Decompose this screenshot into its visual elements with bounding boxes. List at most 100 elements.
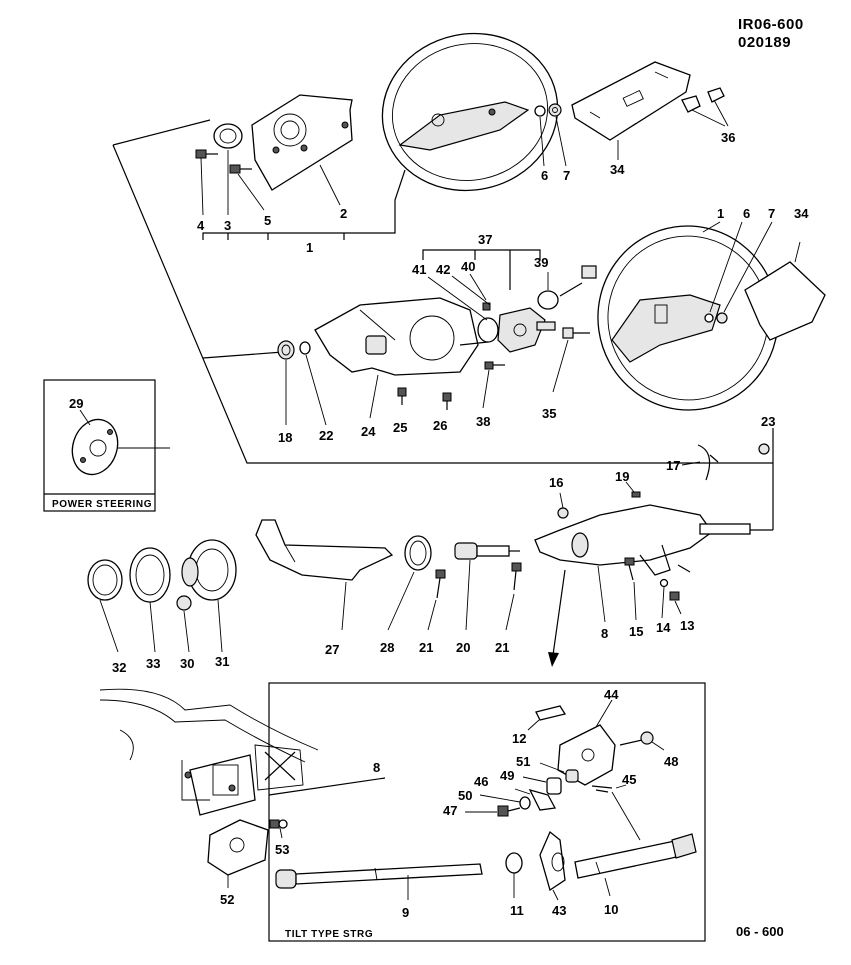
key-cylinder-39: [537, 265, 597, 310]
callout-38: 38: [476, 414, 490, 429]
callout-39: 39: [534, 255, 548, 270]
steering-shaft-9: [275, 863, 483, 889]
support-43: [539, 830, 566, 892]
callout-12: 12: [512, 731, 526, 746]
spacer-49: [546, 777, 562, 795]
steering-column-8: [534, 504, 751, 576]
callout-24: 24: [361, 424, 376, 439]
nut-7-upper: [548, 103, 562, 117]
callout-51: 51: [516, 754, 530, 769]
callout-47: 47: [443, 803, 457, 818]
callout-17: 17: [666, 458, 680, 473]
tilt-type-label: TILT TYPE STRG: [285, 929, 373, 940]
horn-cap-plate: [251, 94, 353, 191]
callout-18: 18: [278, 430, 292, 445]
tilt-lever-12: [535, 705, 567, 721]
callout-4: 4: [197, 218, 205, 233]
callout-21-right: 21: [495, 640, 509, 655]
callout-37: 37: [478, 232, 492, 247]
horn-screw-right: [229, 164, 252, 174]
retainer-28: [404, 535, 432, 571]
steering-wheel-upper: [381, 32, 559, 192]
tilt-view-arrow: [548, 569, 566, 667]
callout-40: 40: [461, 259, 475, 274]
callout-8-tilt: 8: [373, 760, 380, 775]
screw-25: [397, 387, 407, 405]
callout-33: 33: [146, 656, 160, 671]
spring-clip-17: [697, 444, 719, 481]
horn-pad-upper: [571, 61, 691, 141]
callout-15: 15: [629, 624, 643, 639]
snap-ring-32: [87, 559, 123, 601]
callout-11: 11: [510, 903, 524, 918]
column-jacket-10: [574, 833, 697, 879]
bolt-21-right: [511, 562, 522, 591]
callout-31: 31: [215, 654, 229, 669]
nut-23: [758, 443, 770, 455]
screw-19: [631, 491, 641, 498]
callout-44: 44: [604, 687, 619, 702]
callout-43: 43: [552, 903, 566, 918]
callout-19: 19: [615, 469, 629, 484]
callout-23: 23: [761, 414, 775, 429]
callout-3: 3: [224, 218, 231, 233]
callout-6-lower: 6: [743, 206, 750, 221]
callout-35: 35: [542, 406, 556, 421]
seal-31: [181, 539, 237, 601]
callout-32: 32: [112, 660, 126, 675]
screw-40: [482, 302, 491, 311]
horn-contact-ring: [213, 123, 243, 149]
callout-8-column: 8: [601, 626, 608, 641]
callout-1-lower: 1: [717, 206, 724, 221]
callout-45: 45: [622, 772, 636, 787]
column-bracket-27: [255, 519, 394, 581]
washer-50: [519, 796, 531, 810]
washer-6-upper: [534, 105, 546, 117]
bolt-13: [669, 591, 680, 601]
horn-pad-lower: [744, 241, 826, 341]
callout-21-left: 21: [419, 640, 433, 655]
callout-52: 52: [220, 892, 234, 907]
callout-7-lower: 7: [768, 206, 775, 221]
callout-6-upper: 6: [541, 168, 548, 183]
callout-34-upper: 34: [610, 162, 625, 177]
universal-joint-20: [454, 542, 520, 560]
callout-48: 48: [664, 754, 678, 769]
power-steering-label: POWER STEERING: [52, 499, 152, 510]
cover-33: [129, 547, 171, 603]
power-steering-box: [43, 379, 170, 512]
nut-30: [176, 595, 192, 611]
callout-20: 20: [456, 640, 470, 655]
washer-6-lower: [704, 313, 714, 323]
callout-46: 46: [474, 774, 488, 789]
callout-10: 10: [604, 902, 618, 917]
diagram-date-code: 020189: [738, 34, 791, 51]
callout-26: 26: [433, 418, 447, 433]
callout-25: 25: [393, 420, 407, 435]
callout-1-upper: 1: [306, 240, 313, 255]
mount-bracket-52: [207, 819, 269, 876]
bolt-53: [269, 819, 288, 829]
callout-16: 16: [549, 475, 563, 490]
callout-28: 28: [380, 640, 394, 655]
pivot-bolt-48: [619, 731, 654, 746]
callout-50: 50: [458, 788, 472, 803]
spring-45: [591, 785, 613, 793]
tilt-type-box: [268, 682, 706, 942]
callout-41: 41: [412, 262, 426, 277]
callout-42: 42: [436, 262, 450, 277]
screw-26: [442, 392, 452, 410]
callout-36: 36: [721, 130, 735, 145]
washer-22: [299, 341, 311, 355]
shoe-46: [528, 788, 557, 811]
screw-38: [484, 361, 505, 370]
group-outline-lines: [112, 119, 774, 531]
callout-53: 53: [275, 842, 289, 857]
bushing-51: [565, 769, 579, 783]
bolt-21-left: [435, 569, 446, 599]
callout-30: 30: [180, 656, 194, 671]
nut-16: [557, 507, 569, 519]
callout-29: 29: [69, 396, 83, 411]
callout-14: 14: [656, 620, 671, 635]
